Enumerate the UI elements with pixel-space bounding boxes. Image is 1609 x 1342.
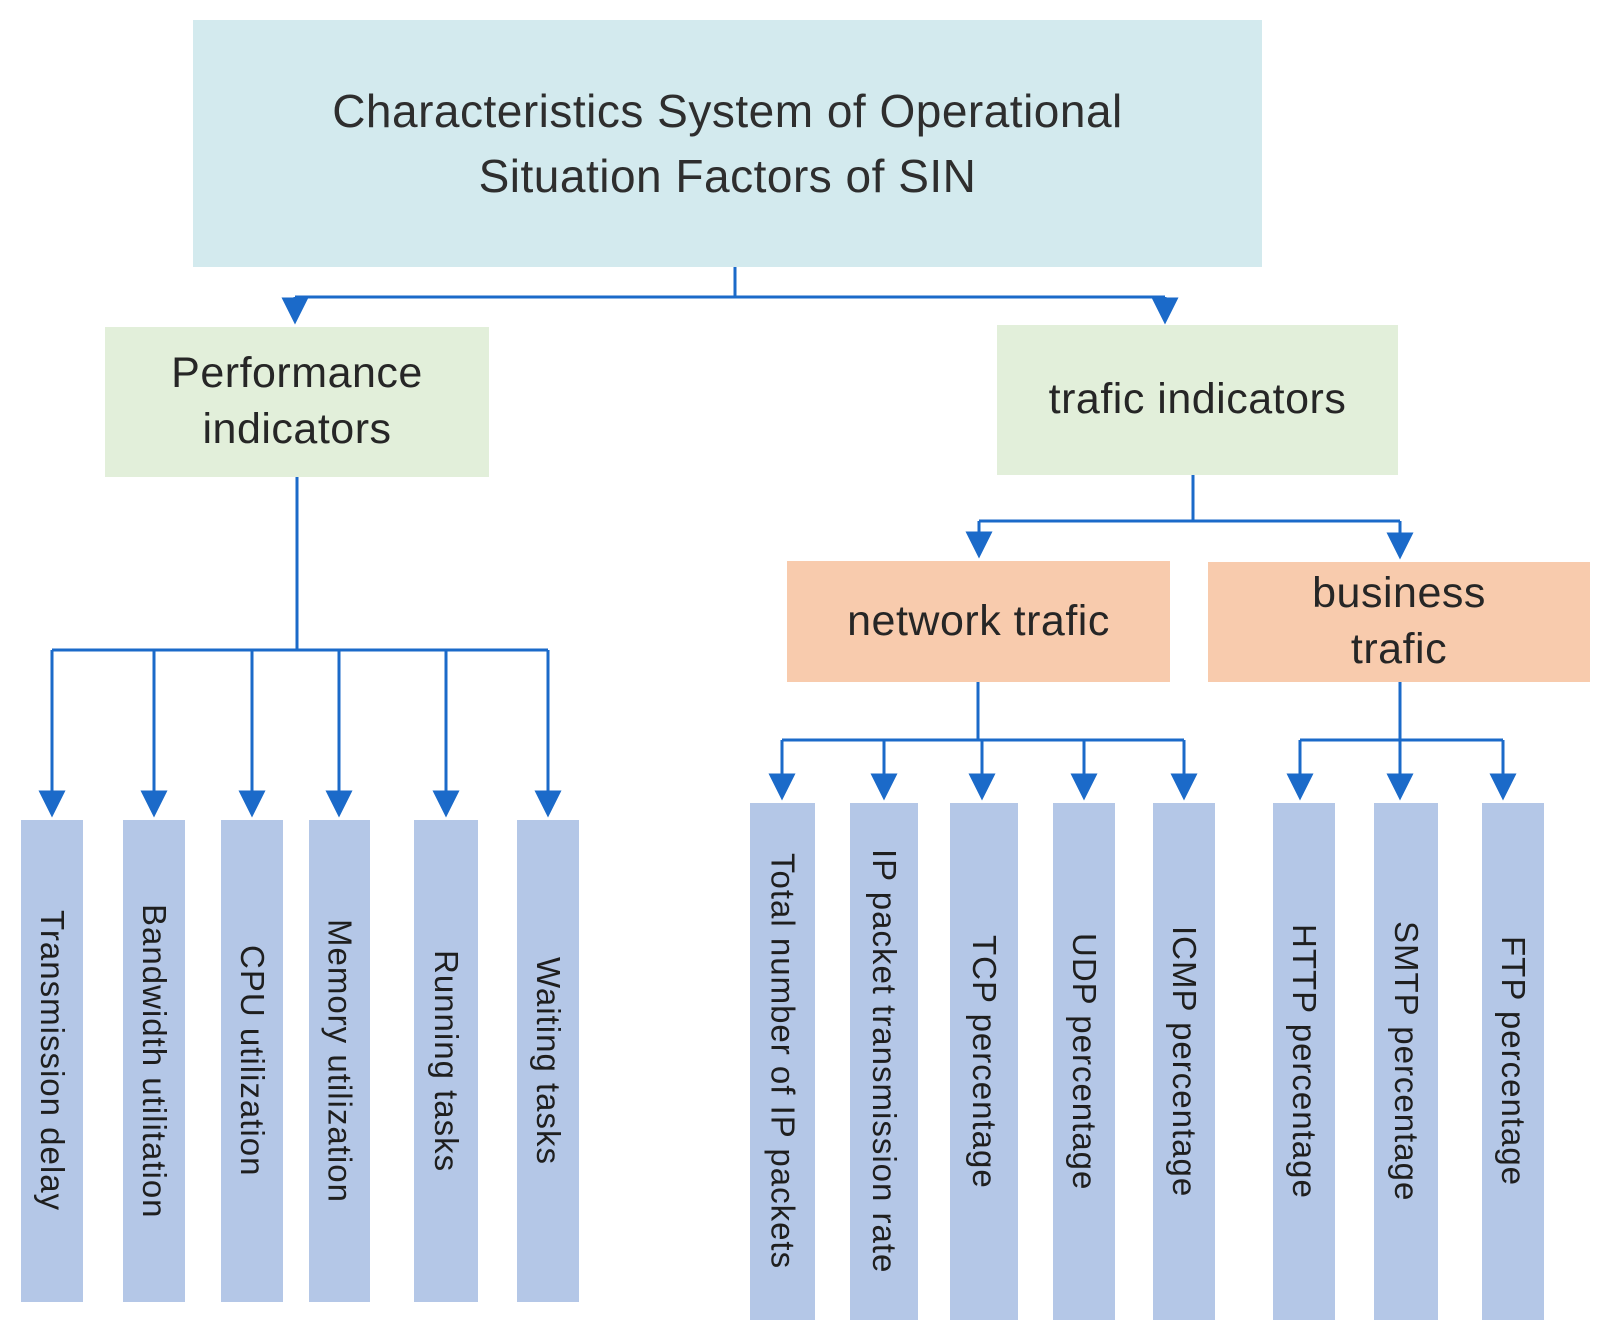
root-connectors: [281, 267, 1179, 325]
leaf-memory-utilization: Memory utilization: [309, 820, 370, 1302]
leaf-bandwidth-utilitation: Bandwidth utilitation: [123, 820, 185, 1302]
leaf-ftp-percentage: FTP percentage: [1482, 803, 1544, 1320]
traffic-connectors: [965, 475, 1414, 560]
leaf-waiting-tasks: Waiting tasks: [517, 820, 579, 1302]
performance-connectors: [38, 477, 562, 818]
leaf-icmp-percentage: ICMP percentage: [1153, 803, 1215, 1320]
leaf-ip-packet-transmission-rate: IP packet transmission rate: [850, 803, 918, 1320]
leaf-cpu-utilization: CPU utilization: [221, 820, 283, 1302]
leaf-smtp-percentage: SMTP percentage: [1374, 803, 1438, 1320]
leaf-http-percentage: HTTP percentage: [1273, 803, 1335, 1320]
node-performance-indicators: Performance indicators: [105, 327, 489, 477]
node-network-trafic: network trafic: [787, 561, 1170, 682]
network-connectors: [768, 682, 1198, 801]
leaf-total-number-of-ip-packets: Total number of IP packets: [750, 803, 815, 1320]
leaf-tcp-percentage: TCP percentage: [950, 803, 1018, 1320]
node-business-trafic: business trafic: [1208, 562, 1590, 682]
business-connectors: [1286, 682, 1517, 801]
root-node-characteristics-system: Characteristics System of Operational Si…: [193, 20, 1262, 267]
leaf-udp-percentage: UDP percentage: [1053, 803, 1115, 1320]
node-trafic-indicators: trafic indicators: [997, 325, 1398, 475]
leaf-transmission-delay: Transmission delay: [21, 820, 83, 1302]
leaf-running-tasks: Running tasks: [414, 820, 478, 1302]
